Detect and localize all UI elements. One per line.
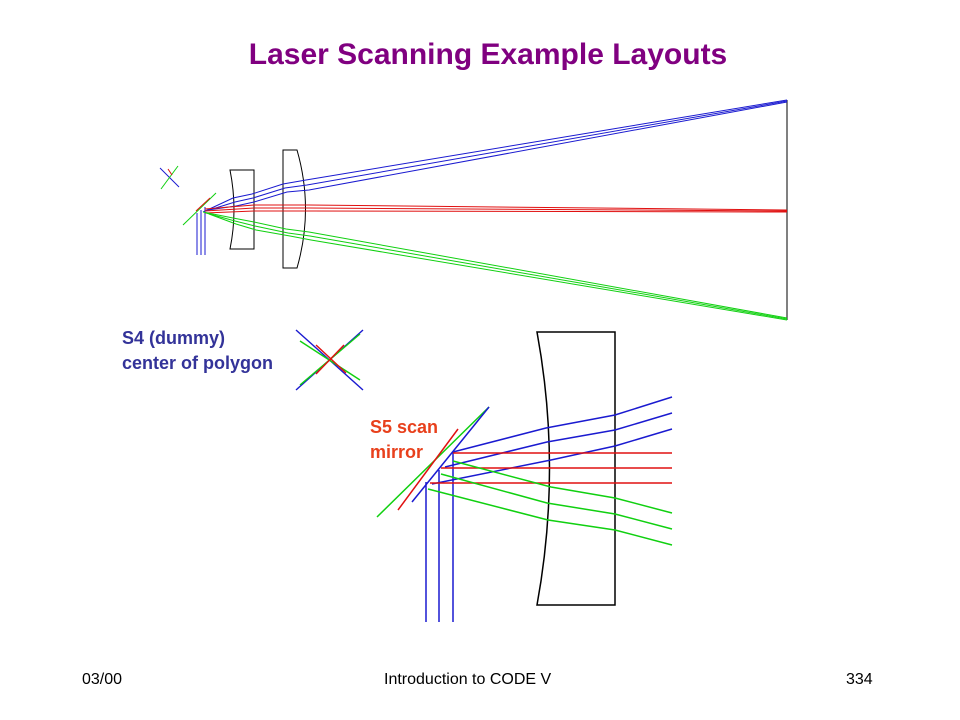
top-input-beam: [196, 207, 206, 255]
s5-mirror-label-line2: mirror: [370, 442, 424, 462]
bottom-detail: [376, 331, 673, 622]
s5-mirror-label-line1: S5 scan: [370, 417, 439, 437]
polygon-center-marker: [159, 165, 180, 190]
top-rays-red: [204, 204, 788, 214]
s5-mirror-label: S5 scan mirror: [370, 415, 438, 465]
bottom-rays-green: [427, 460, 673, 546]
slide-title: Laser Scanning Example Layouts: [248, 38, 728, 71]
s4-dummy-marker: [295, 329, 364, 391]
top-scan-mirror: [182, 192, 217, 226]
footer-course: Introduction to CODE V: [384, 671, 552, 688]
top-lens-2: [282, 149, 306, 269]
bottom-lens: [536, 331, 616, 606]
bottom-scan-mirror: [376, 406, 490, 518]
bottom-rays-red: [430, 452, 672, 484]
s4-dummy-label: S4 (dummy) center of polygon: [122, 326, 273, 376]
footer-page-number: 334: [846, 671, 873, 688]
top-layout: [159, 99, 788, 321]
s4-dummy-label-line1: S4 (dummy): [122, 328, 226, 348]
s4-dummy-label-line2: center of polygon: [122, 353, 274, 373]
top-rays-blue: [202, 99, 788, 213]
top-rays-green: [202, 211, 788, 321]
bottom-rays-blue: [431, 396, 673, 485]
footer-date: 03/00: [82, 671, 123, 688]
bottom-input-beam: [425, 452, 454, 622]
